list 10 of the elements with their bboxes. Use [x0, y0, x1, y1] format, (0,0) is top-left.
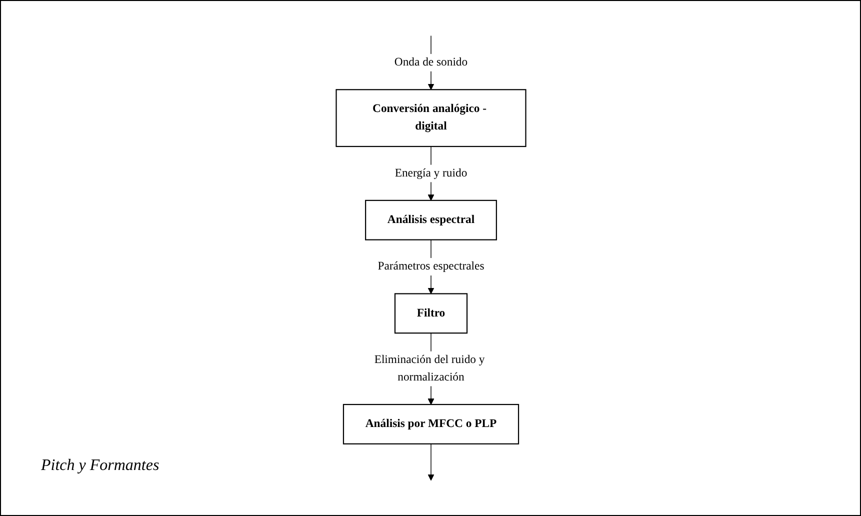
edge-label: Energía y ruido	[394, 166, 467, 180]
node-box: Filtro	[394, 293, 468, 334]
arrow	[427, 444, 434, 481]
edge-label: Parámetros espectrales	[377, 260, 484, 273]
note-text: Pitch y Formantes	[41, 457, 160, 475]
node-box: Análisis espectral	[364, 200, 496, 240]
edge-label: Onda de sonido	[394, 56, 468, 68]
node-box: Conversión analógico - digital	[335, 89, 526, 148]
node-box: Análisis por MFCC o PLP	[342, 404, 519, 444]
edge-label: Eliminación del ruido y normalización	[374, 353, 484, 384]
